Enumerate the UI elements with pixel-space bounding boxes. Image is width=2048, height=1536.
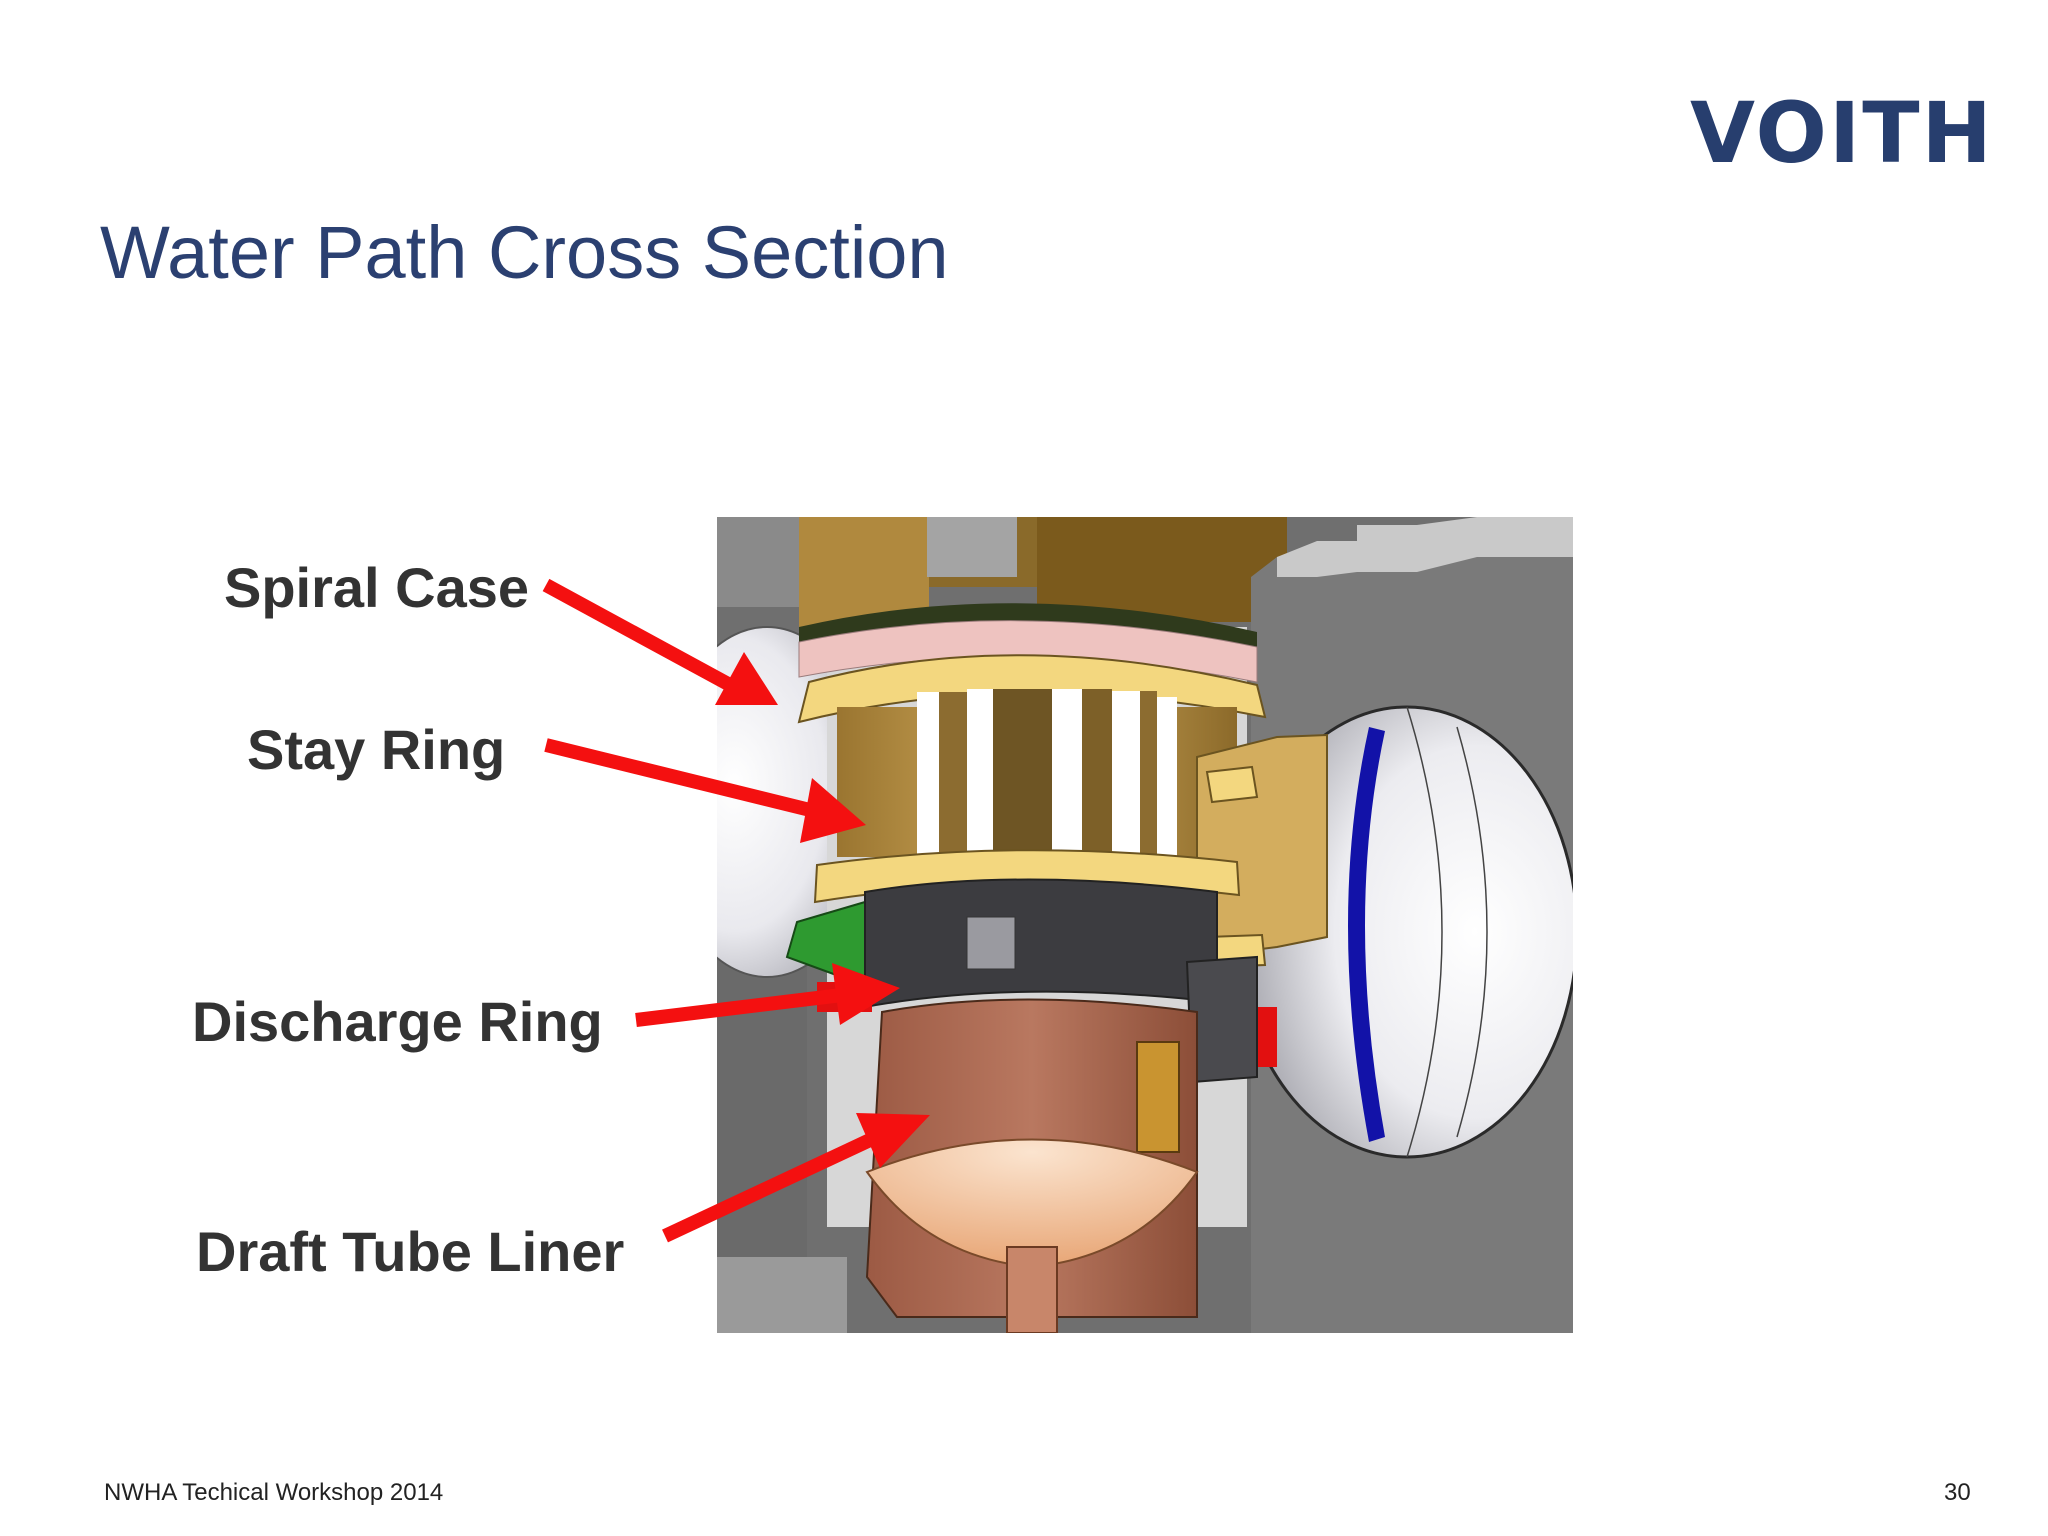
page-title: Water Path Cross Section (100, 211, 949, 294)
cone-stub (1006, 1246, 1058, 1333)
discharge-ring-window (966, 916, 1016, 970)
concrete-shaft-left (717, 517, 799, 607)
stay-vane-gap (1052, 689, 1082, 857)
runner-cone (865, 1138, 1199, 1269)
stay-vane (993, 689, 1052, 857)
footer-event: NWHA Techical Workshop 2014 (104, 1479, 444, 1506)
discharge-ring (864, 878, 1218, 1009)
stay-vane-gap (1112, 691, 1140, 857)
label-draft-tube-liner: Draft Tube Liner (196, 1220, 625, 1283)
upper-dark-block (1037, 517, 1287, 622)
turbine-cross-section-image (717, 517, 1573, 1333)
label-stay-ring: Stay Ring (247, 718, 506, 781)
stay-vane-gap (917, 692, 939, 857)
stay-vane-gap (1157, 697, 1177, 857)
upper-gold-block (799, 517, 929, 627)
concrete-right-top (1277, 517, 1573, 577)
red-support-left (817, 982, 872, 1012)
floor-slab (717, 1257, 847, 1333)
page-number: 30 (1944, 1479, 1971, 1506)
upper-slot (927, 517, 1017, 577)
voith-logo: VOITH (1690, 84, 1994, 182)
stay-vane (1140, 691, 1157, 857)
label-spiral-case: Spiral Case (224, 556, 530, 619)
label-discharge-ring: Discharge Ring (192, 990, 603, 1053)
stay-vane-gap (967, 689, 993, 857)
head-cover-top (799, 603, 1257, 652)
stay-vane (1082, 689, 1112, 857)
stay-vane (939, 692, 967, 857)
stay-ring-right-flange-top (1205, 765, 1259, 804)
draft-tube-access-door (1136, 1041, 1180, 1153)
spiral-case-liner-blue (1348, 727, 1385, 1142)
stay-vanes (917, 689, 1177, 857)
spiral-bore-lines (1406, 706, 1488, 1158)
